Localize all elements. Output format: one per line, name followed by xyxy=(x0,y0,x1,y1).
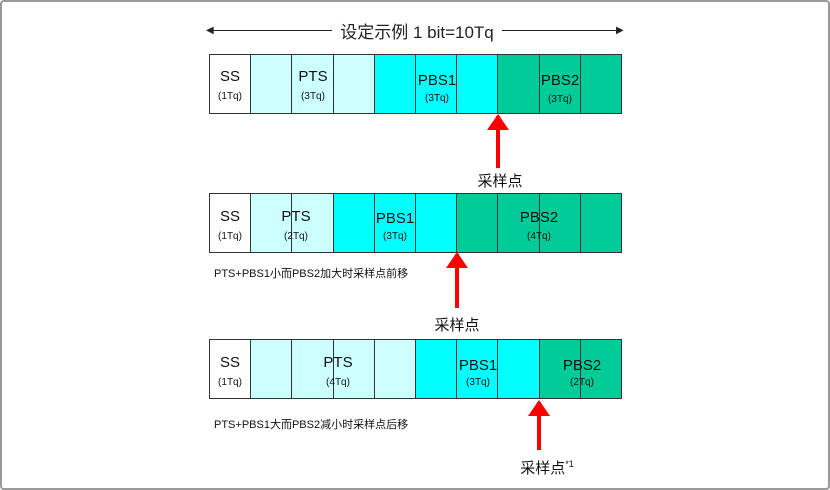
pts-label: PTS xyxy=(323,354,353,371)
pbs2-tq: (2Tq) xyxy=(570,377,594,388)
pbs1-tq: (3Tq) xyxy=(383,231,407,242)
caption-shift-later: PTS+PBS1大而PBS2减小时采样点后移 xyxy=(214,419,409,431)
sample-point-label-3: 采样点*1 xyxy=(520,457,574,478)
ss-label: SS xyxy=(219,68,241,85)
sample-point-label-2: 采样点 xyxy=(434,317,480,334)
ss-label: SS xyxy=(219,354,241,371)
pbs1-tq: (3Tq) xyxy=(425,93,449,104)
pbs1-label: PBS1 xyxy=(375,210,415,227)
sample-point-arrow-2 xyxy=(446,252,468,308)
pbs1-tq: (3Tq) xyxy=(466,377,490,388)
pts-label: PTS xyxy=(298,68,328,85)
pts-tq: (3Tq) xyxy=(301,91,325,102)
sample-point-label-1: 采样点 xyxy=(477,173,523,190)
left-arrowhead-icon: ◀ xyxy=(206,25,214,36)
pbs1-label: PBS1 xyxy=(458,357,498,374)
sample-point-text: 采样点 xyxy=(520,460,566,477)
bit-timing-bar-3 xyxy=(209,339,622,399)
right-arrowhead-icon: ▶ xyxy=(616,25,624,36)
pts-tq: (4Tq) xyxy=(326,377,350,388)
caption-shift-earlier: PTS+PBS1小而PBS2加大时采样点前移 xyxy=(214,268,409,280)
diagram-title: 设定示例 1 bit=10Tq xyxy=(332,23,502,42)
pbs1-label: PBS1 xyxy=(417,72,457,89)
ss-tq: (1Tq) xyxy=(218,91,242,102)
ss-tq: (1Tq) xyxy=(218,231,242,242)
pts-tq: (2Tq) xyxy=(284,231,308,242)
ss-label: SS xyxy=(219,208,241,225)
pbs2-tq: (4Tq) xyxy=(527,231,551,242)
pbs2-label: PBS2 xyxy=(519,209,559,226)
sample-point-arrow-3 xyxy=(528,400,550,450)
bit-timing-bar-1 xyxy=(209,54,622,114)
sample-point-arrow-1 xyxy=(487,114,509,168)
pbs2-tq: (3Tq) xyxy=(548,94,572,105)
pbs2-label: PBS2 xyxy=(540,72,580,89)
ss-tq: (1Tq) xyxy=(218,377,242,388)
pts-label: PTS xyxy=(281,208,311,225)
footnote-marker: *1 xyxy=(565,459,574,469)
pbs2-label: PBS2 xyxy=(562,357,602,374)
bit-timing-bar-2 xyxy=(209,193,622,253)
